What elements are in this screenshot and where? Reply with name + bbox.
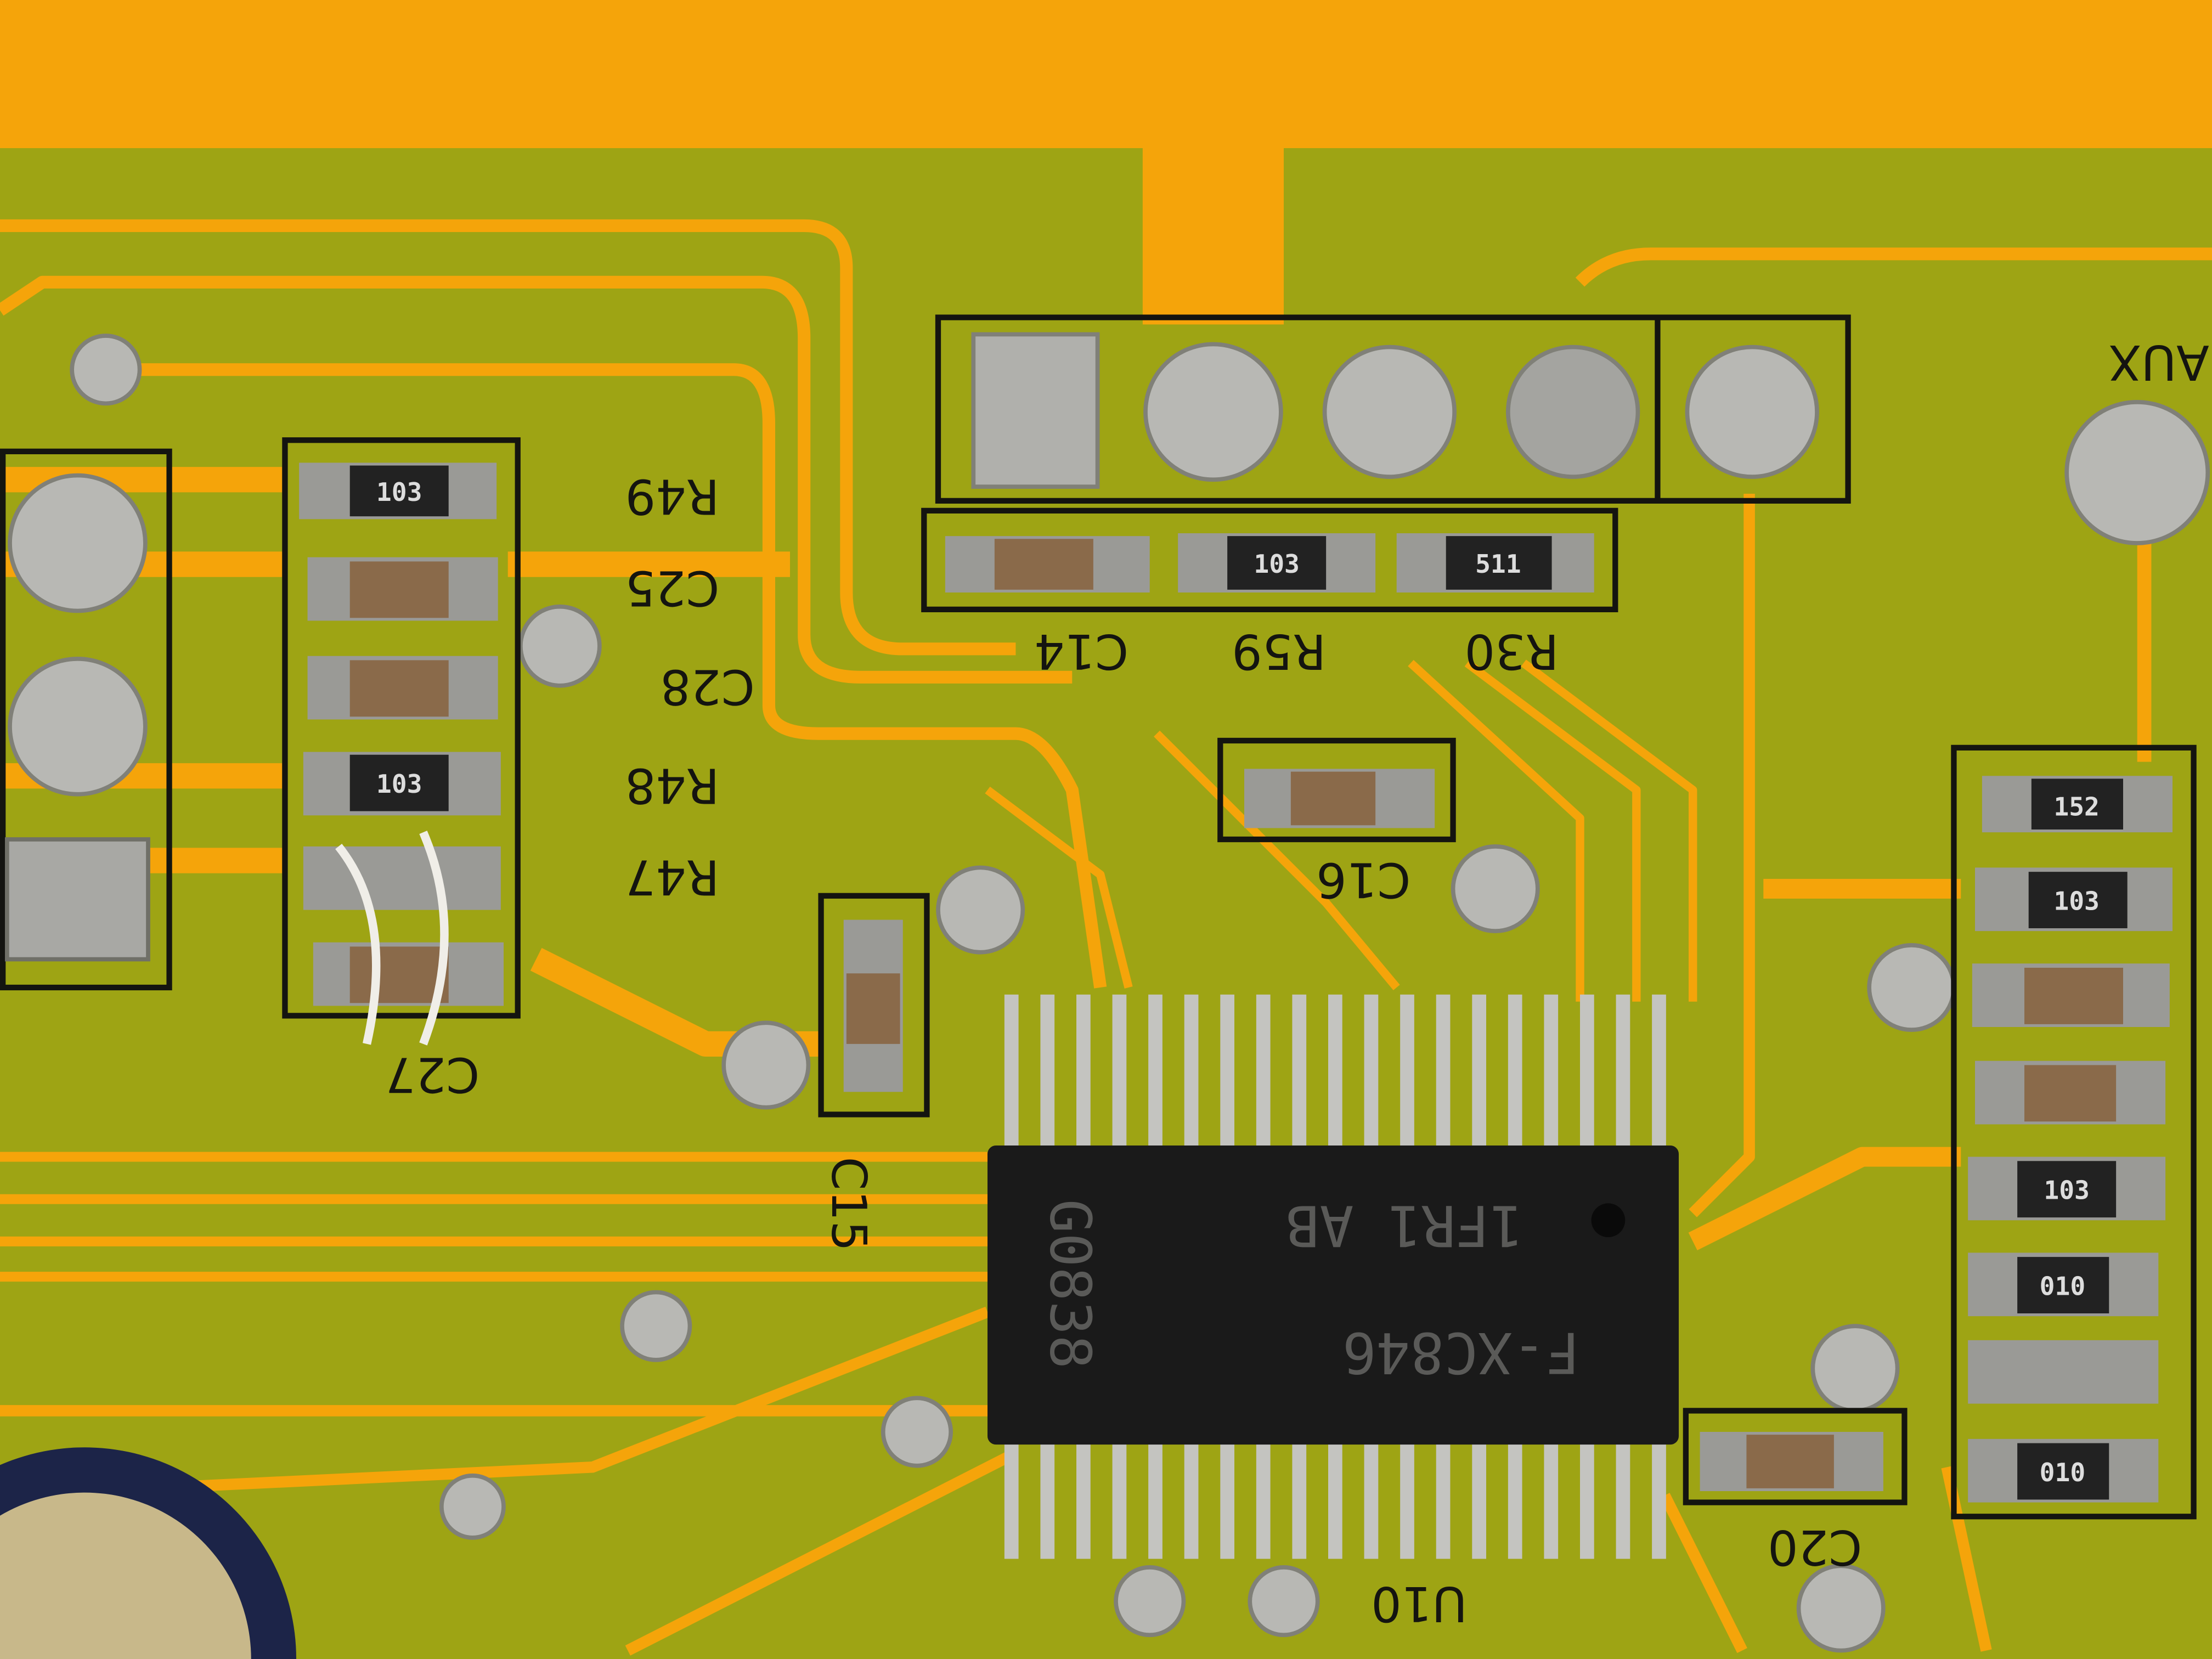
silkscreen-labels: R49 C25 C28 R48 R47 C27 C14 R59 R30 C16 … — [385, 334, 2209, 1632]
ic-pin — [1652, 1438, 1666, 1559]
ic-pin — [1364, 1438, 1379, 1559]
ic-pin — [1400, 1438, 1414, 1559]
label-r49: R49 — [625, 468, 719, 524]
label-c20: C20 — [1768, 1519, 1862, 1575]
label-c27: C27 — [385, 1047, 479, 1103]
ic-pin — [1184, 1438, 1199, 1559]
label-aux: AUX — [2108, 334, 2209, 390]
chip-marking-line1: F-XC846 — [1342, 1319, 1580, 1385]
ic-u10: F-XC846 1FR1 AB G0838 — [988, 994, 1679, 1559]
ic-pin — [1148, 994, 1163, 1150]
ic-pin — [1004, 1438, 1019, 1559]
resistor-code-right6: 010 — [2040, 1272, 2086, 1301]
label-r30: R30 — [1464, 623, 1559, 679]
resistor-code-right1: 152 — [2053, 792, 2100, 821]
resistor-code-right8: 010 — [2040, 1458, 2086, 1487]
ic-pin — [1184, 994, 1199, 1150]
ic-pin — [1256, 1438, 1271, 1559]
ic-pin — [1076, 1438, 1091, 1559]
resistor-code-right5: 103 — [2044, 1176, 2090, 1205]
label-c15: C15 — [821, 1157, 877, 1251]
ic-pin — [1256, 994, 1271, 1150]
label-r59: R59 — [1232, 623, 1326, 679]
ic-pin — [1544, 994, 1559, 1150]
ic-pin — [1040, 994, 1055, 1150]
ic-pins — [1004, 994, 1666, 1559]
ic-pin — [1580, 1438, 1594, 1559]
label-r48: R48 — [625, 757, 719, 813]
ic-pin — [1040, 1438, 1055, 1559]
resistor-code-right2: 103 — [2053, 887, 2100, 916]
ic-pin — [1220, 1438, 1234, 1559]
ic-pin — [1508, 1438, 1522, 1559]
ic-pin — [1652, 994, 1666, 1150]
label-c28: C28 — [660, 658, 754, 714]
ic-pin — [1292, 994, 1307, 1150]
ic-pin — [1616, 1438, 1630, 1559]
header-pads — [935, 314, 2210, 545]
ic-pin — [1328, 994, 1342, 1150]
ic-pin — [1112, 994, 1127, 1150]
ic-pin — [1148, 1438, 1163, 1559]
header-row-smds: 103 511 — [818, 507, 1908, 1505]
ic-pin — [1472, 1438, 1486, 1559]
resistor-code-r49: 103 — [376, 477, 422, 507]
label-c14: C14 — [1034, 623, 1128, 679]
ic-pin — [1436, 994, 1451, 1150]
ic-pin — [1328, 1438, 1342, 1559]
label-c25: C25 — [625, 560, 719, 616]
ic-pin — [1436, 1438, 1451, 1559]
chip-marking-line2: 1FR1 AB — [1286, 1193, 1523, 1258]
ic-pin — [1580, 994, 1594, 1150]
right-smd-column: 152 103 103 010 010 — [1951, 744, 2197, 1520]
ic-pin — [1004, 994, 1019, 1150]
vias — [70, 334, 1956, 1653]
resistor-code-r48: 103 — [376, 769, 422, 799]
ic-pin — [1508, 994, 1522, 1150]
label-c16: C16 — [1316, 852, 1410, 908]
label-r47: R47 — [625, 849, 719, 905]
ic-pin — [1400, 994, 1414, 1150]
left-connector — [0, 448, 172, 991]
ic-pin — [1472, 994, 1486, 1150]
chip-marking-line3: G0838 — [1037, 1199, 1103, 1369]
resistor-code-r59: 103 — [1254, 549, 1300, 579]
label-u10: U10 — [1371, 1576, 1467, 1632]
resistor-code-r30: 511 — [1475, 549, 1521, 579]
ic-pin — [1112, 1438, 1127, 1559]
left-smd-column: 103 103 — [282, 437, 521, 1046]
ic-pin — [1544, 1438, 1559, 1559]
ic-pin — [1364, 994, 1379, 1150]
electrolytic-capacitor — [0, 1447, 297, 1659]
ic-pin — [1076, 994, 1091, 1150]
ic-pin — [1292, 1438, 1307, 1559]
ic-pin — [1616, 994, 1630, 1150]
ic-pin — [1220, 994, 1234, 1150]
